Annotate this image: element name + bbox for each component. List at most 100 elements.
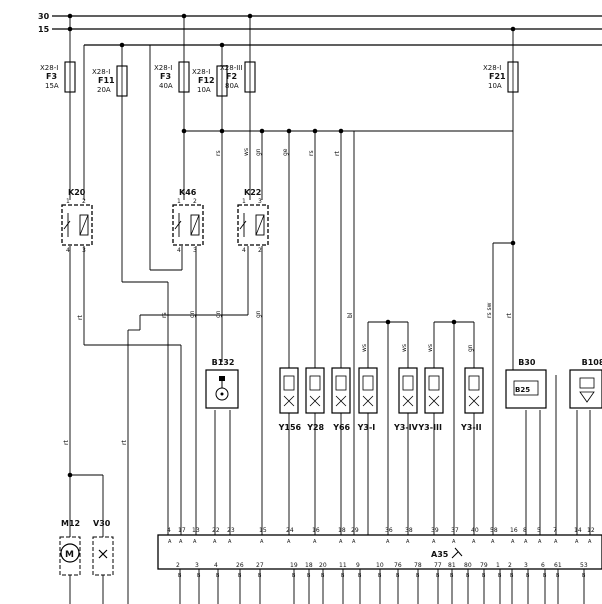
ecu-top-pin-side: A [432, 539, 436, 545]
ecu-bottom-pin: 9 [356, 562, 360, 569]
b30-inner-label: B25 [515, 386, 530, 394]
fuse-ref-label: X28-I [154, 64, 172, 72]
ecu-top-pin: 17 [178, 527, 186, 534]
rail-junctions [67, 13, 516, 48]
ecu-top-pin-side: A [339, 539, 343, 545]
ecu-top-pin: 8 [523, 527, 527, 534]
fuse-ref-label: X28-I [92, 68, 110, 76]
ecu-bottom-pin: 18 [305, 562, 313, 569]
ecu-top-pin-side: A [213, 539, 217, 545]
component-label-y28: Y28 [306, 423, 324, 432]
wire-label-rs3: rs [161, 312, 168, 318]
ecu-bottom-pin: 79 [480, 562, 488, 569]
relay-pin: 2 [193, 198, 197, 205]
ecu-top-pin: 22 [212, 527, 220, 534]
ecu-top-pin-side: A [472, 539, 476, 545]
fuse-amp-label: 40A [159, 82, 173, 90]
wire-color-labels: rs ws gn ge rs rt rt rs gn gn gn bl ws w… [63, 148, 513, 445]
ecu-top-pin: 58 [490, 527, 498, 534]
ecu-top-pin: 16 [510, 527, 518, 534]
ecu-bottom-pin: 10 [376, 562, 384, 569]
fuse-id-label: F21 [489, 72, 506, 81]
relay-pin: 4 [66, 247, 70, 254]
wire-label-rssw: rs sw [486, 302, 493, 318]
ecu-top-pin: 15 [259, 527, 267, 534]
fuse-ref-label: X28-I [192, 68, 210, 76]
ecu-top-pin-side: A [287, 539, 291, 545]
component-label-y66: Y66 [332, 423, 350, 432]
ecu-bottom-pins: 2B3B4B26B27B19B18B20B11B9B10B76B78B77B81… [176, 562, 588, 579]
relay-pin: 3 [193, 247, 197, 254]
ecu-top-pin-side: A [193, 539, 197, 545]
ecu-bottom-pin: 26 [236, 562, 244, 569]
relay-pin: 4 [177, 247, 181, 254]
wire-label-ws3: ws [401, 344, 408, 352]
ecu-top-pin: 36 [385, 527, 393, 534]
wire-label-rt2: rt [334, 151, 341, 156]
ecu-bottom-pin: 3 [195, 562, 199, 569]
fuse-ref-label: X28-I [40, 64, 58, 72]
wire-label-gn2: gn [189, 310, 196, 318]
relay-pin: 1 [242, 198, 246, 205]
wire-label-gn1: gn [255, 148, 262, 156]
wire-label-gn4: gn [255, 310, 262, 318]
ecu-top-pin: 38 [405, 527, 413, 534]
ecu-bottom-wires [179, 569, 585, 604]
relay-label: K20 [68, 188, 86, 197]
component-label-y3-iv: Y3-IV [393, 423, 419, 432]
ecu-bottom-pin: 27 [256, 562, 264, 569]
relay-label: K22 [244, 188, 261, 197]
wire-label-rs1: rs [215, 150, 222, 156]
fuse-amp-label: 10A [197, 86, 211, 94]
wire-label-ws2: ws [361, 344, 368, 352]
ecu-top-pin-side: A [538, 539, 542, 545]
ecu-top-pin: 29 [351, 527, 359, 534]
ecu-top-pin-side: A [491, 539, 495, 545]
wire-label-ws4: ws [427, 344, 434, 352]
fuse-ref-label: X28-I [483, 64, 501, 72]
wire-label-bl1: bl [347, 312, 354, 318]
relay-label: K46 [179, 188, 197, 197]
ecu-top-pin-side: A [260, 539, 264, 545]
component-label-y156: Y156 [278, 423, 302, 432]
ecu-bottom-pin: 2 [508, 562, 512, 569]
fuse-id-label: F3 [46, 72, 57, 81]
fuse-amp-label: 10A [488, 82, 502, 90]
ecu-top-pin-side: A [406, 539, 410, 545]
fuse-id-label: F11 [98, 76, 115, 85]
component-label-y3-iii: Y3-III [417, 423, 442, 432]
ecu-bottom-pin: 3 [524, 562, 528, 569]
ecu-bottom-pin: 19 [290, 562, 298, 569]
component-label-b108: B108 [582, 358, 602, 367]
ecu-bottom-pin: 20 [319, 562, 327, 569]
ecu-top-pin: 24 [286, 527, 294, 534]
power-rails [52, 15, 602, 46]
ecu-top-pin: 13 [192, 527, 200, 534]
ecu-bottom-pin: 1 [496, 562, 500, 569]
ecu-top-pin: 40 [471, 527, 479, 534]
ecu-top-pin: 5 [537, 527, 541, 534]
fuse-amp-label: 80A [225, 82, 239, 90]
component-label-y3-ii: Y3-II [460, 423, 482, 432]
ecu-top-pin-side: A [313, 539, 317, 545]
ecu-top-pin-side: A [179, 539, 183, 545]
ecu-top-pin: 12 [587, 527, 595, 534]
fuses: X28-IF315AX28-IF1120AX28-IF340AX28-IF121… [40, 61, 519, 97]
ecu-top-pin-side: A [168, 539, 172, 545]
ecu-a35 [157, 534, 602, 570]
ecu-bottom-pin: 2 [176, 562, 180, 569]
ecu-bottom-pin: 78 [414, 562, 422, 569]
ecu-top-pin-side: A [352, 539, 356, 545]
rail-15-label: 15 [38, 25, 50, 34]
fuse-amp-label: 15A [45, 82, 59, 90]
wires [69, 16, 591, 604]
ecu-top-pin: 16 [312, 527, 320, 534]
relay-pin: 4 [242, 247, 246, 254]
